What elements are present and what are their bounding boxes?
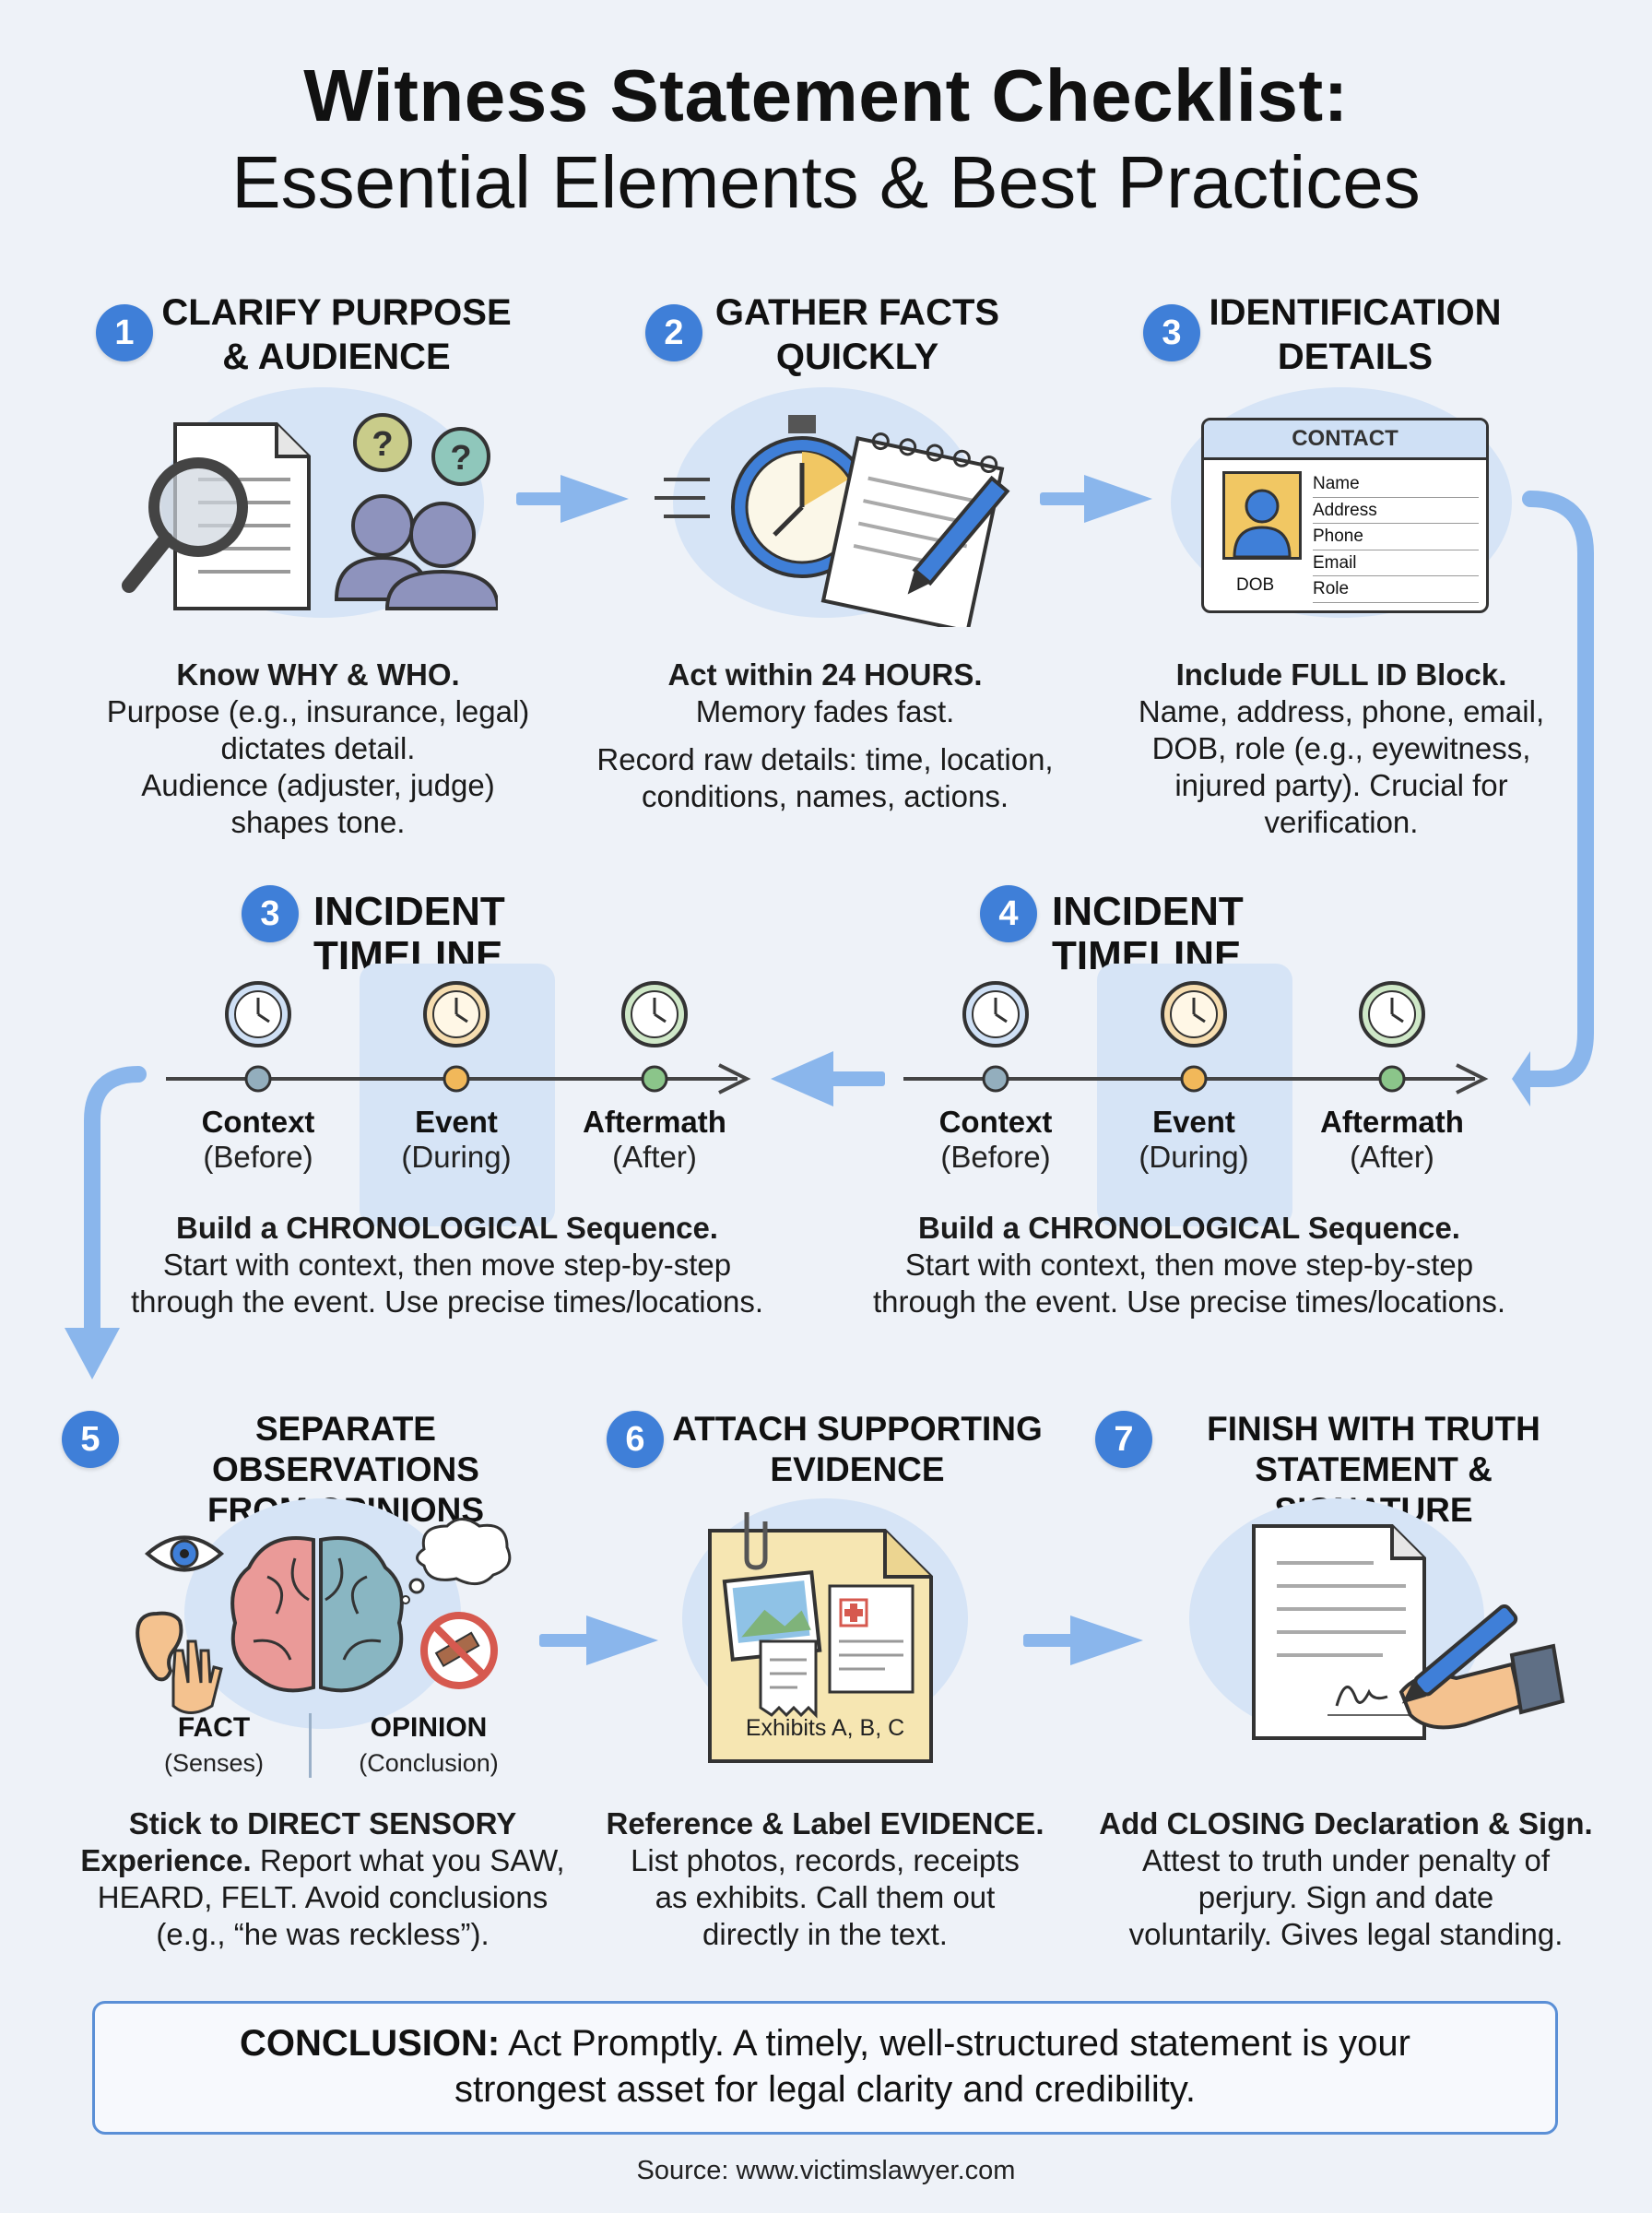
step6-text: Reference & Label EVIDENCE. List photos,… (606, 1806, 1044, 1951)
timeline-b-text: Build a CHRONOLOGICAL Sequence. Start wi… (872, 1211, 1506, 1319)
step-title-1: CLARIFY PURPOSE& AUDIENCE (161, 292, 512, 377)
timeline-a-context: Context(Before) (201, 1105, 315, 1174)
timeline-b-graphic (903, 981, 1489, 1095)
exhibits-label: Exhibits A, B, C (745, 1715, 905, 1741)
clock-icon (962, 981, 1029, 1047)
page-title: Witness Statement Checklist: (303, 54, 1349, 136)
connector-left-down (84, 1066, 147, 1336)
step-badge-5: 5 (62, 1411, 119, 1468)
svg-text:?: ? (372, 425, 393, 464)
brain-left-icon (230, 1536, 315, 1693)
step-badge-2: 2 (645, 304, 702, 361)
page-subtitle: Essential Elements & Best Practices (231, 141, 1421, 223)
brain-right-icon (319, 1536, 404, 1693)
stopwatch-notepad-icon (655, 415, 1010, 627)
step-badge-3: 3 (1143, 304, 1200, 361)
contact-field: Name (1313, 471, 1479, 498)
svg-text:?: ? (450, 439, 471, 478)
conclusion-box: CONCLUSION: Act Promptly. A timely, well… (92, 2001, 1558, 2135)
fact-label: FACT(Senses) (163, 1712, 265, 1777)
clock-icon (1359, 981, 1425, 1047)
timeline-badge-4: 4 (980, 885, 1037, 942)
hand-icon (171, 1639, 223, 1714)
step3-text: Include FULL ID Block. Name, address, ph… (1138, 657, 1545, 839)
conclusion-text-2: strongest asset for legal clarity and cr… (454, 2069, 1197, 2110)
source-credit: Source: www.victimslawyer.com (636, 2156, 1016, 2185)
contact-field: Address (1313, 498, 1479, 524)
conclusion-text-1: Act Promptly. A timely, well-structured … (500, 2023, 1410, 2064)
fact-opinion-divider (309, 1713, 312, 1778)
contact-card-header: CONTACT (1204, 420, 1486, 460)
timeline-a-graphic (166, 981, 751, 1095)
step2-text: Act within 24 HOURS. Memory fades fast. … (596, 657, 1054, 813)
contact-field: Role (1313, 576, 1479, 603)
opinion-label: OPINION(Conclusion) (359, 1712, 499, 1777)
id-photo-icon (1222, 471, 1302, 560)
contact-card-icon: CONTACT DOB Name Address Phone Email Rol… (1201, 418, 1489, 613)
signed-document-pen-icon (1252, 1524, 1565, 1740)
thought-cloud-icon (401, 1518, 512, 1604)
step1-text: Know WHY & WHO. Purpose (e.g., insurance… (106, 657, 530, 839)
timeline-a-event: Event(During) (401, 1105, 512, 1174)
timeline-badge-3: 3 (242, 885, 299, 942)
step-badge-6: 6 (607, 1411, 664, 1468)
contact-field: Email (1313, 550, 1479, 576)
clock-icon (423, 981, 490, 1047)
arrow-right-icon (539, 1615, 658, 1665)
clock-icon (621, 981, 688, 1047)
timeline-b-context: Context(Before) (938, 1105, 1053, 1174)
photo-icon (722, 1570, 822, 1662)
medical-record-icon (828, 1584, 914, 1694)
ear-icon (136, 1611, 183, 1682)
timeline-a-aftermath: Aftermath(After) (583, 1105, 726, 1174)
contact-dob-label: DOB (1236, 575, 1275, 595)
evidence-folder-icon (708, 1512, 933, 1763)
conclusion-label: CONCLUSION: (240, 2023, 501, 2064)
magnifier-document-people-icon: ? ? (122, 413, 498, 610)
arrow-right-icon (1023, 1615, 1143, 1665)
arrow-right-icon (516, 475, 629, 523)
eye-icon (144, 1535, 225, 1572)
step5-text: Stick to DIRECT SENSORY Experience. Repo… (80, 1806, 565, 1951)
no-judgment-icon (420, 1612, 498, 1689)
step-badge-7: 7 (1095, 1411, 1152, 1468)
step7-text: Add CLOSING Declaration & Sign. Attest t… (1099, 1806, 1593, 1951)
clock-icon (225, 981, 291, 1047)
contact-field: Phone (1313, 524, 1479, 550)
step-badge-1: 1 (96, 304, 153, 361)
pen-icon (1401, 1604, 1518, 1704)
arrow-right-icon (1040, 475, 1152, 523)
connector-right-down (1522, 491, 1594, 1087)
contact-fields: Name Address Phone Email Role (1313, 471, 1479, 603)
timeline-b-event: Event(During) (1139, 1105, 1249, 1174)
clock-icon (1161, 981, 1227, 1047)
receipt-icon (759, 1639, 818, 1719)
timeline-a-text: Build a CHRONOLOGICAL Sequence. Start wi… (130, 1211, 764, 1319)
brain-senses-icon (136, 1518, 512, 1714)
timeline-b-aftermath: Aftermath(After) (1320, 1105, 1464, 1174)
arrow-left-icon (771, 1051, 885, 1106)
